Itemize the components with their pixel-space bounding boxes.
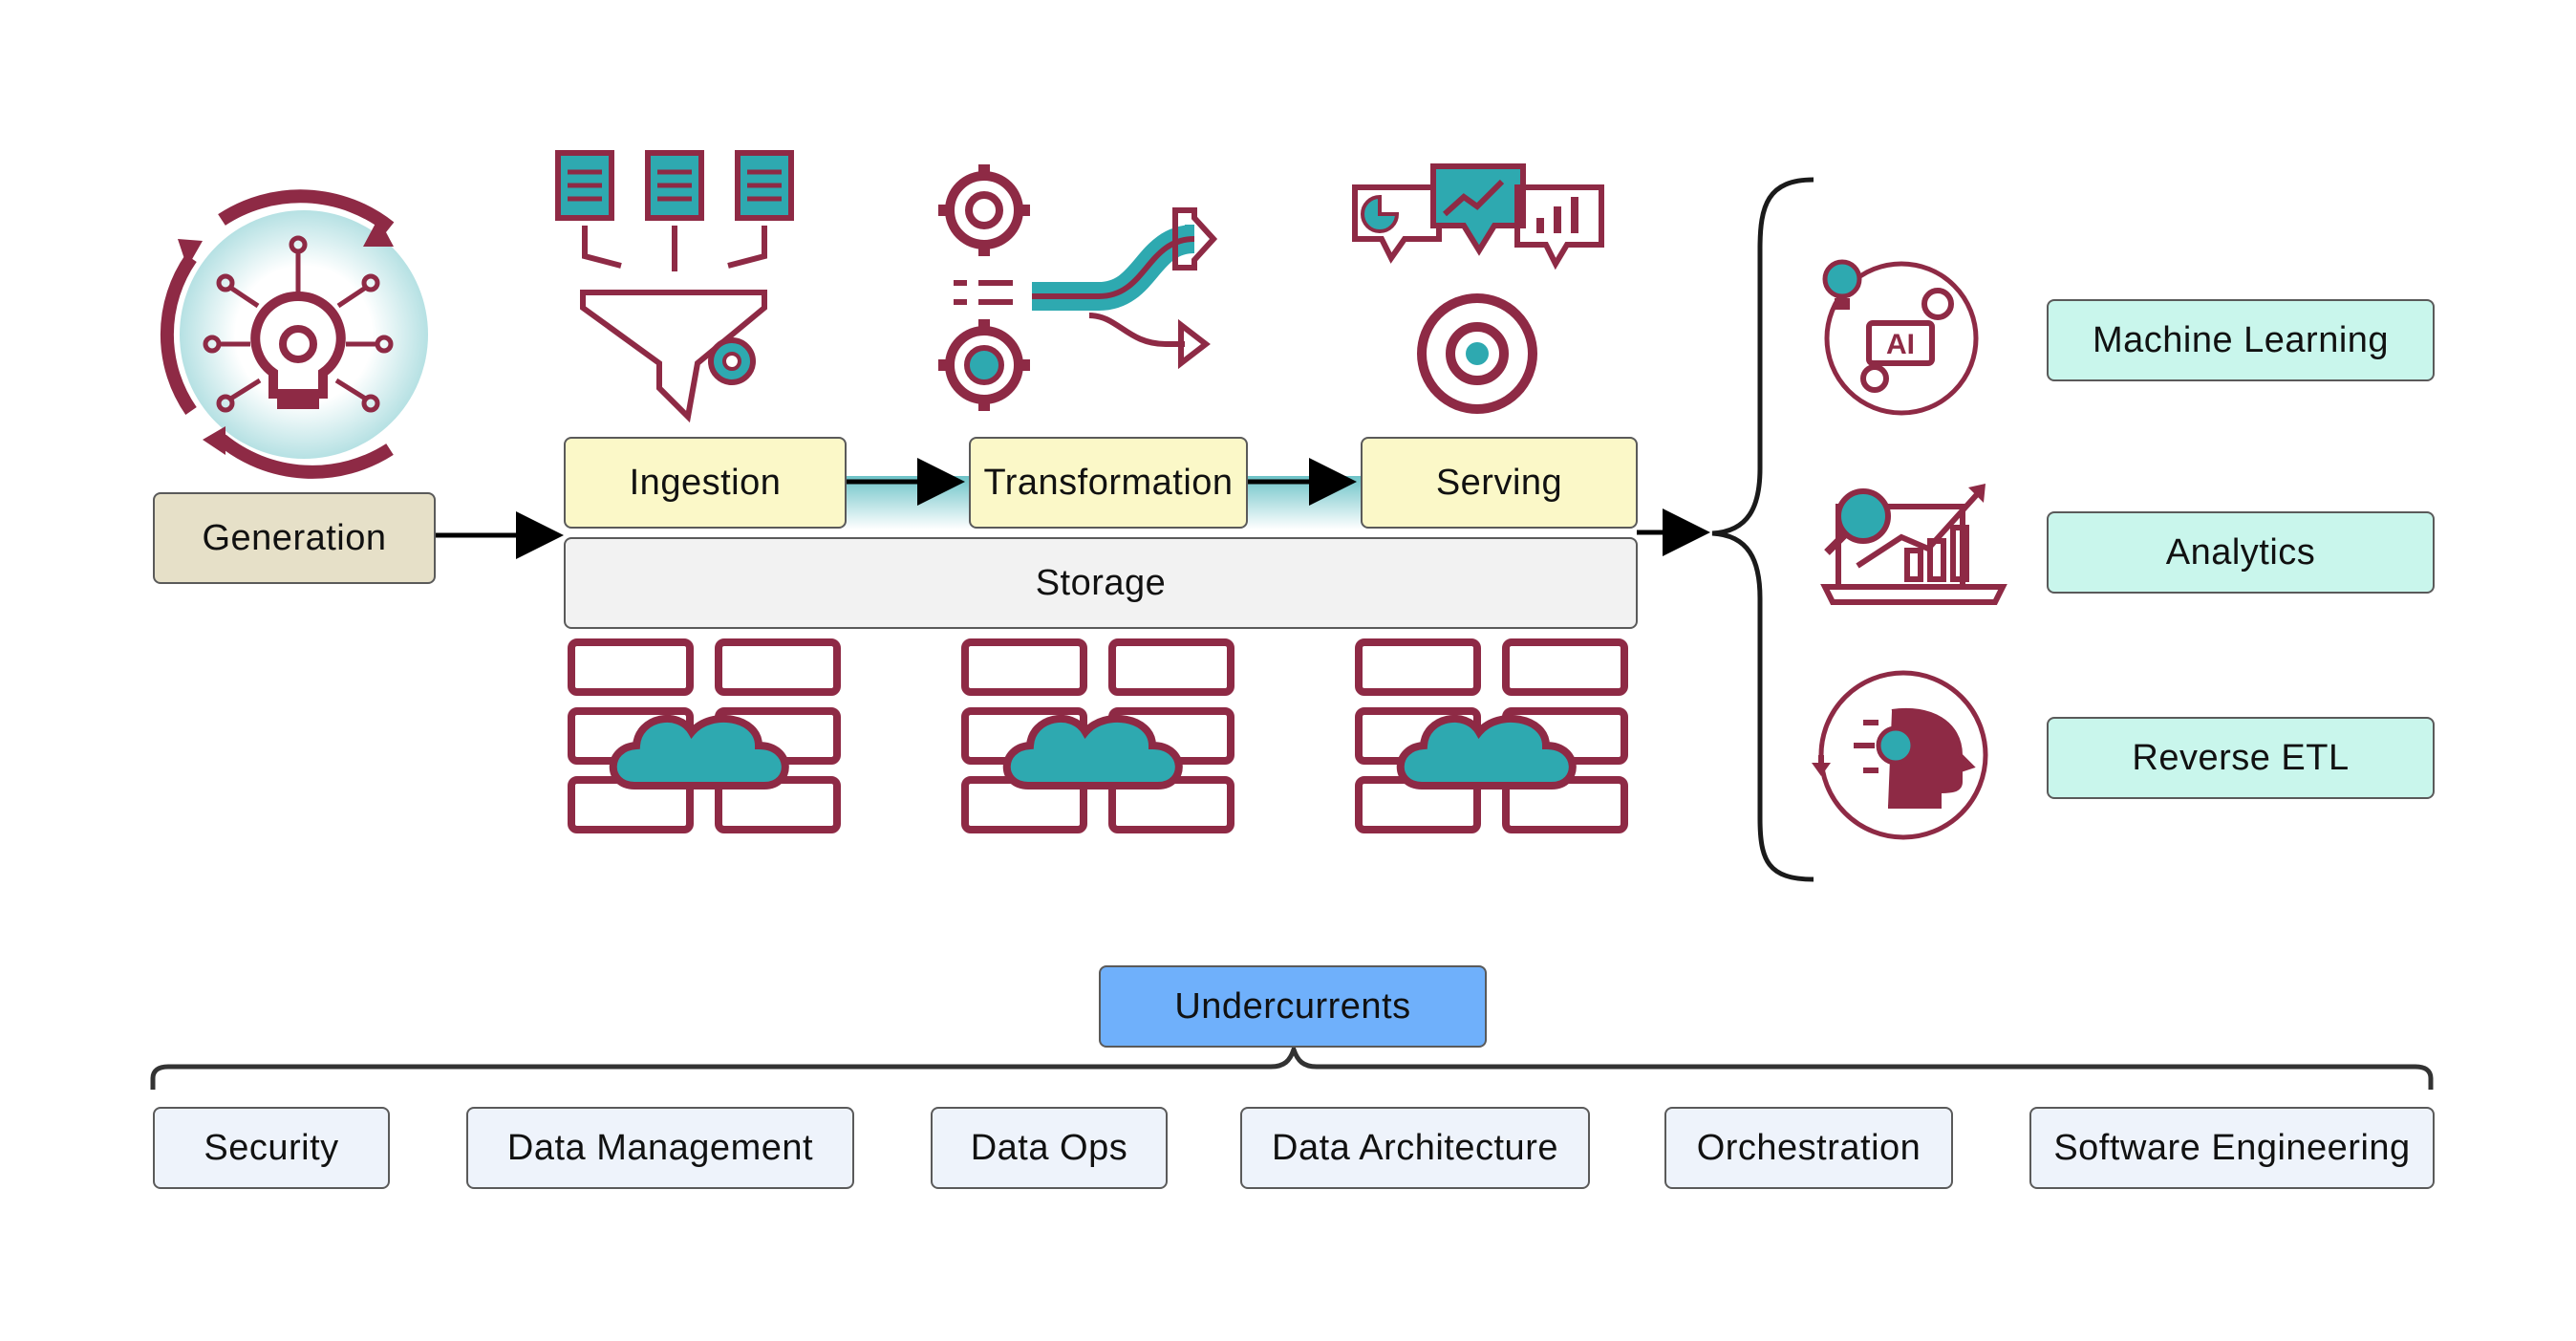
undercurrent-item-data-architecture: Data Architecture bbox=[1240, 1107, 1590, 1189]
server-cloud-icon bbox=[568, 638, 841, 833]
output-brace bbox=[1711, 177, 1814, 882]
undercurrent-label: Data Management bbox=[506, 1127, 814, 1168]
undercurrent-item-software-engineering: Software Engineering bbox=[2029, 1107, 2435, 1189]
undercurrent-label: Security bbox=[204, 1127, 339, 1168]
undercurrent-label: Software Engineering bbox=[2053, 1127, 2411, 1168]
documents-funnel-icon bbox=[555, 150, 794, 423]
lightbulb-gear-cycle-icon bbox=[160, 189, 428, 479]
machine-learning-box: Machine Learning bbox=[2047, 299, 2435, 381]
head-gear-icon bbox=[1812, 670, 1988, 840]
undercurrent-item-data-management: Data Management bbox=[466, 1107, 854, 1189]
undercurrent-item-data-ops: Data Ops bbox=[931, 1107, 1168, 1189]
undercurrent-item-security: Security bbox=[153, 1107, 390, 1189]
generation-label: Generation bbox=[202, 517, 387, 558]
analytics-label: Analytics bbox=[2165, 531, 2316, 573]
serving-box: Serving bbox=[1361, 437, 1638, 529]
undercurrent-item-orchestration: Orchestration bbox=[1664, 1107, 1953, 1189]
ingestion-box: Ingestion bbox=[564, 437, 847, 529]
ingestion-label: Ingestion bbox=[629, 462, 782, 503]
gears-shuffle-arrows-icon bbox=[938, 164, 1218, 411]
storage-label: Storage bbox=[1035, 562, 1167, 603]
reverse-etl-label: Reverse ETL bbox=[2132, 737, 2350, 778]
server-cloud-icon bbox=[961, 638, 1234, 833]
serving-label: Serving bbox=[1435, 462, 1563, 503]
transformation-box: Transformation bbox=[969, 437, 1248, 529]
undercurrents-brace bbox=[150, 1042, 2434, 1090]
reverse-etl-box: Reverse ETL bbox=[2047, 717, 2435, 799]
generation-box: Generation bbox=[153, 492, 436, 584]
server-cloud-icon bbox=[1355, 638, 1628, 833]
undercurrents-box: Undercurrents bbox=[1099, 965, 1487, 1048]
undercurrent-label: Data Ops bbox=[970, 1127, 1128, 1168]
laptop-chart-magnifier-icon bbox=[1820, 484, 2007, 605]
storage-box: Storage bbox=[564, 537, 1638, 629]
transformation-label: Transformation bbox=[983, 462, 1234, 503]
dashboard-chat-gear-icon bbox=[1352, 163, 1604, 414]
analytics-box: Analytics bbox=[2047, 511, 2435, 594]
undercurrent-label: Orchestration bbox=[1696, 1127, 1921, 1168]
connectors bbox=[435, 458, 1710, 559]
ai-brain-icon: AI bbox=[1822, 259, 1979, 416]
undercurrents-label: Undercurrents bbox=[1174, 985, 1411, 1027]
machine-learning-label: Machine Learning bbox=[2092, 319, 2390, 360]
undercurrent-label: Data Architecture bbox=[1272, 1127, 1558, 1168]
svg-text:AI: AI bbox=[1886, 329, 1915, 360]
